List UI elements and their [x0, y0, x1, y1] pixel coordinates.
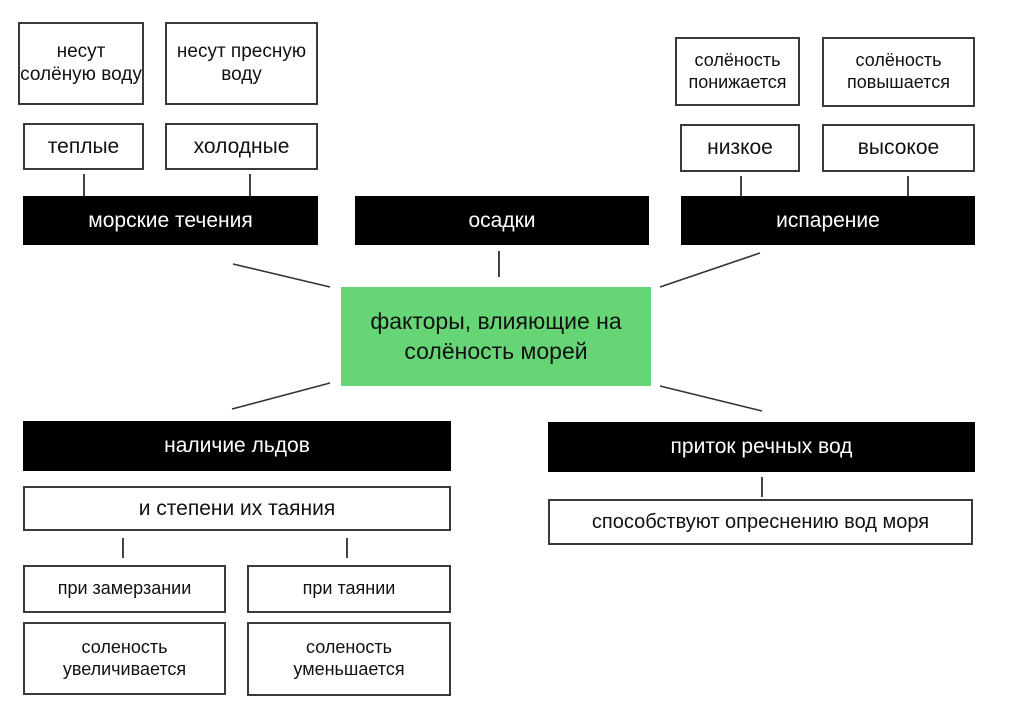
connector-ice [231, 382, 331, 410]
factor-precipitation: осадки [355, 196, 649, 245]
connector-currents [232, 263, 331, 288]
connector-melting [346, 538, 348, 558]
effect-low-evaporation: солёность понижается [675, 37, 800, 106]
ice-sub-label: и степени их таяния [23, 486, 451, 531]
connector-evaporation [659, 252, 761, 288]
effect-warm-current: несут солёную воду [18, 22, 144, 105]
connector-river-effect [761, 477, 763, 497]
effect-high-evaporation: солёность повышается [822, 37, 975, 107]
connector-low [740, 176, 742, 196]
type-warm-current: теплые [23, 123, 144, 170]
effect-river-inflow: способствуют опреснению вод моря [548, 499, 973, 545]
condition-freezing: при замерзании [23, 565, 226, 613]
factor-river-inflow: приток речных вод [548, 422, 975, 472]
factor-ice: наличие льдов [23, 421, 451, 471]
type-low-evaporation: низкое [680, 124, 800, 172]
connector-freezing [122, 538, 124, 558]
type-cold-current: холодные [165, 123, 318, 170]
connector-cold [249, 174, 251, 196]
effect-melting: соленость уменьшается [247, 622, 451, 696]
condition-melting: при таянии [247, 565, 451, 613]
connector-warm [83, 174, 85, 196]
central-topic: факторы, влияющие на солёность морей [341, 287, 651, 386]
connector-river [659, 385, 763, 412]
connector-precipitation [498, 251, 500, 277]
connector-high [907, 176, 909, 196]
effect-freezing: соленость увеличивается [23, 622, 226, 695]
type-high-evaporation: высокое [822, 124, 975, 172]
factor-evaporation: испарение [681, 196, 975, 245]
factor-sea-currents: морские течения [23, 196, 318, 245]
effect-cold-current: несут пресную воду [165, 22, 318, 105]
